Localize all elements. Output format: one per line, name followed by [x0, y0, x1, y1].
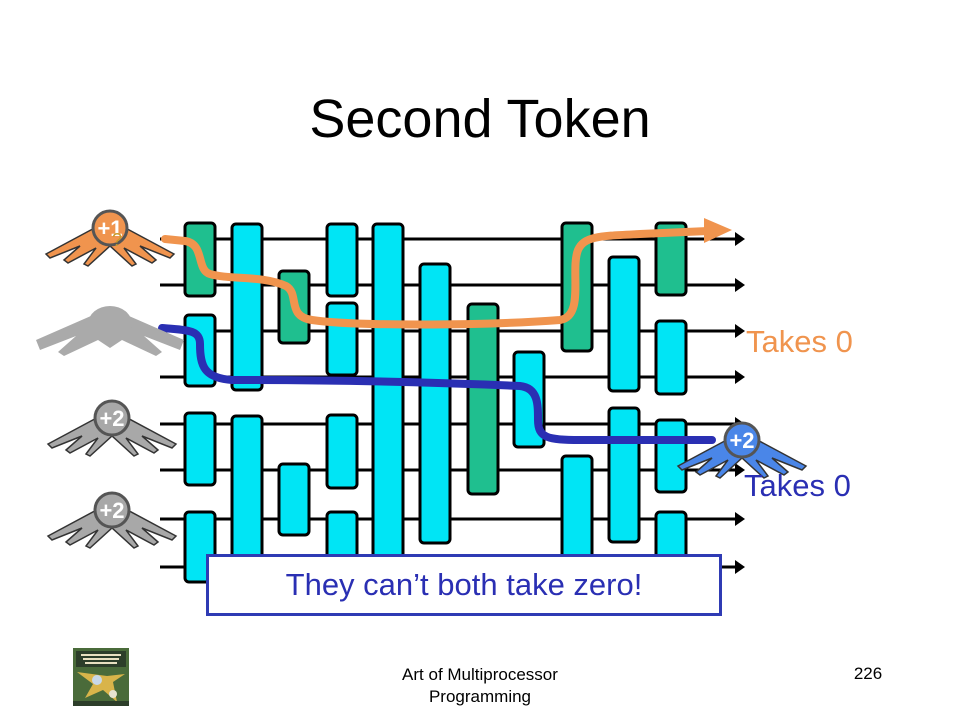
- balancer: [325, 301, 359, 377]
- wire-arrowheads: [735, 232, 745, 574]
- token-label: +2: [729, 428, 754, 453]
- callout-box: They can’t both take zero!: [206, 554, 722, 616]
- token-plus1: +1: [45, 209, 175, 267]
- slide-title: Second Token: [309, 89, 651, 149]
- token-body: [93, 491, 131, 529]
- balancer: [325, 413, 359, 490]
- arrowhead: [735, 560, 745, 574]
- arrowhead: [735, 463, 745, 477]
- token-plus2: +2: [47, 399, 177, 457]
- balancer-active: [466, 302, 500, 496]
- balancer: [277, 462, 311, 537]
- blue-token-path: [158, 324, 716, 444]
- orange-token-path: [161, 227, 712, 329]
- arrowhead: [735, 512, 745, 526]
- arrowhead: [735, 370, 745, 384]
- arrowhead: [735, 278, 745, 292]
- token-plus2-exiting: +2: [677, 421, 807, 479]
- balancer: [230, 222, 264, 392]
- takes-zero-label-orange: Takes 0: [746, 324, 853, 359]
- token-label: +1: [97, 216, 122, 241]
- takes-zero-label-blue: Takes 0: [744, 468, 851, 503]
- token-body: [93, 399, 131, 437]
- token-plus2: +2: [47, 491, 177, 549]
- footer-line: Art of Multiprocessor: [402, 665, 558, 684]
- arrowhead: [735, 232, 745, 246]
- footer-text: Art of Multiprocessor Programming: [350, 664, 610, 708]
- balancer: [654, 418, 688, 494]
- token-body: [723, 421, 761, 459]
- token-body: [91, 209, 129, 247]
- balancer-active: [654, 221, 688, 297]
- balancer: [654, 319, 688, 396]
- token-label: +2: [99, 498, 124, 523]
- balancer: [183, 411, 217, 487]
- page-number: 226: [853, 664, 883, 683]
- balancer: [418, 262, 452, 545]
- balancer: [325, 222, 359, 298]
- balancer: [371, 222, 405, 584]
- balancer: [607, 406, 641, 544]
- token-label: +2: [99, 406, 124, 431]
- orange-path-arrowhead: [704, 218, 732, 243]
- token-ghost: [36, 306, 184, 356]
- book-cover-image: [73, 648, 129, 706]
- arrowhead: [735, 324, 745, 338]
- footer-line: Programming: [428, 687, 532, 706]
- question-mark-icon: ?: [112, 230, 122, 250]
- balancer: [607, 255, 641, 393]
